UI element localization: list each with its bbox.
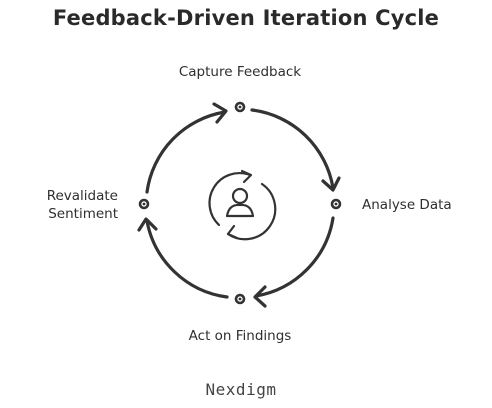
arc-left-to-top xyxy=(145,110,227,194)
stage-label-revalidate-sentiment: Revalidate Sentiment xyxy=(46,188,118,222)
stage-label-analyse-data: Analyse Data xyxy=(362,197,452,213)
arrowhead-top xyxy=(212,102,228,124)
brand-name: Nexdigm xyxy=(205,380,277,399)
arc-bottom-to-left xyxy=(145,219,229,299)
stage-label-act-on-findings: Act on Findings xyxy=(188,328,292,344)
page-title: Feedback-Driven Iteration Cycle xyxy=(52,6,440,30)
user-cycle-icon xyxy=(208,169,277,241)
arrowhead-right xyxy=(321,176,341,192)
arrowhead-left xyxy=(137,217,158,232)
arrowhead-bottom xyxy=(253,285,267,308)
arc-top-to-right xyxy=(250,108,335,190)
stage-label-capture-feedback: Capture Feedback xyxy=(178,64,302,80)
arc-right-to-bottom xyxy=(254,216,335,298)
